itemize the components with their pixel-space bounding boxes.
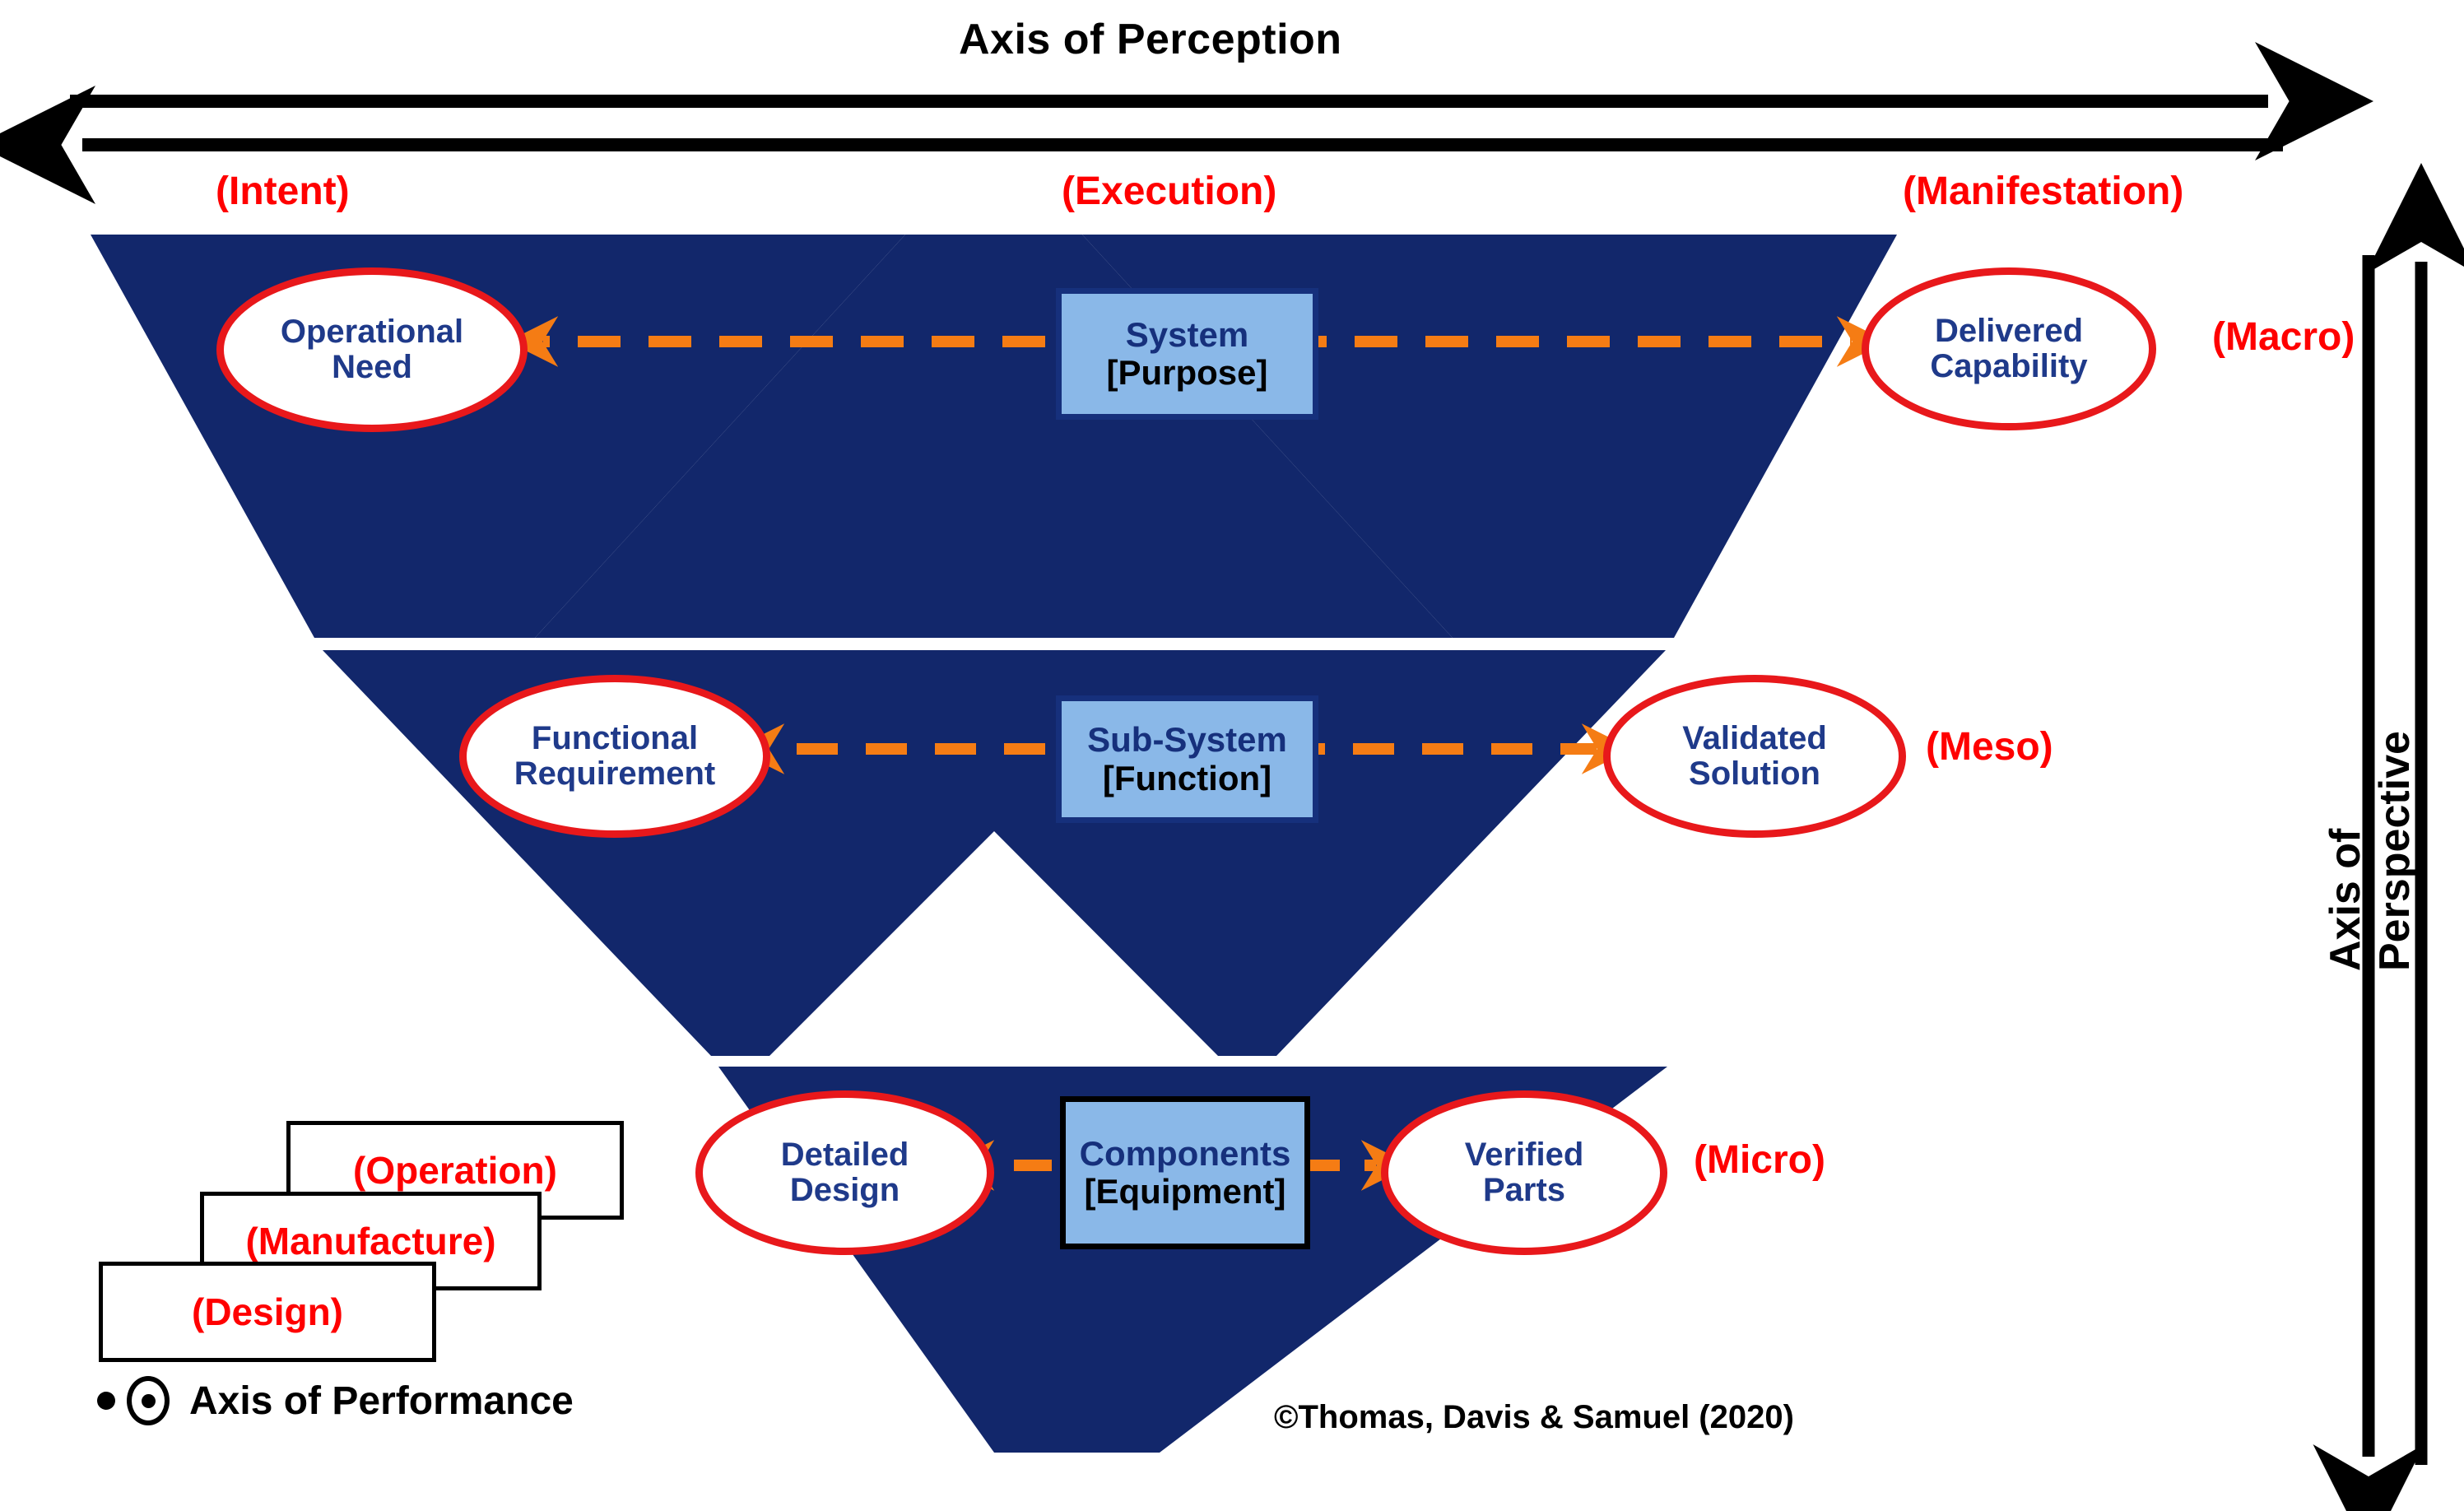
dot-icon bbox=[97, 1392, 115, 1410]
node-operational-need-line2: Need bbox=[332, 349, 412, 385]
phase-label-manifestation: (Manifestation) bbox=[1903, 170, 2184, 213]
stack-box-operation-label: (Operation) bbox=[353, 1149, 557, 1192]
phase-label-intent: (Intent) bbox=[216, 170, 350, 213]
node-validated-solution-line1: Validated bbox=[1682, 719, 1827, 756]
node-operational-need[interactable]: Operational Need bbox=[216, 267, 528, 432]
perspective-axis-title: Axis of Perspective bbox=[2322, 731, 2419, 971]
node-delivered-capability-line1: Delivered bbox=[1934, 312, 2084, 349]
node-validated-solution[interactable]: Validated Solution bbox=[1603, 675, 1906, 838]
node-validated-solution-line2: Solution bbox=[1689, 756, 1820, 792]
scale-label-micro: (Micro) bbox=[1694, 1138, 1825, 1182]
stack-box-design[interactable]: (Design) bbox=[99, 1262, 436, 1362]
stack-box-design-label: (Design) bbox=[192, 1290, 343, 1333]
perception-axis-title: Axis of Perception bbox=[959, 16, 1342, 63]
node-detailed-design-line2: Design bbox=[789, 1172, 900, 1208]
center-box-components-title: Components bbox=[1079, 1133, 1291, 1173]
node-delivered-capability[interactable]: Delivered Capability bbox=[1862, 267, 2156, 430]
bullseye-icon bbox=[127, 1376, 170, 1425]
node-verified-parts-line1: Verified bbox=[1464, 1136, 1584, 1173]
node-operational-need-line1: Operational bbox=[280, 313, 464, 350]
node-delivered-capability-line2: Capability bbox=[1930, 348, 2088, 384]
center-box-components-subtitle: [Equipment] bbox=[1084, 1172, 1286, 1211]
center-box-system-title: System bbox=[1125, 314, 1249, 354]
stack-box-manufacture-label: (Manufacture) bbox=[245, 1220, 496, 1262]
node-functional-requirement-line2: Requirement bbox=[514, 756, 716, 792]
node-detailed-design-line1: Detailed bbox=[780, 1136, 909, 1173]
copyright-credit: ©Thomas, Davis & Samuel (2020) bbox=[1274, 1399, 1794, 1435]
node-verified-parts[interactable]: Verified Parts bbox=[1381, 1090, 1667, 1255]
phase-label-execution: (Execution) bbox=[1062, 170, 1277, 213]
v-macro-middle bbox=[535, 235, 1453, 638]
scale-label-macro: (Macro) bbox=[2212, 315, 2355, 359]
center-box-sub-system[interactable]: Sub-System [Function] bbox=[1056, 695, 1318, 823]
center-box-sub-system-subtitle: [Function] bbox=[1102, 758, 1272, 797]
performance-axis-legend: Axis of Performance bbox=[97, 1376, 574, 1425]
center-box-system[interactable]: System [Purpose] bbox=[1056, 288, 1318, 420]
node-detailed-design[interactable]: Detailed Design bbox=[695, 1090, 994, 1255]
node-functional-requirement[interactable]: Functional Requirement bbox=[459, 675, 770, 838]
node-functional-requirement-line1: Functional bbox=[531, 719, 699, 756]
center-box-components[interactable]: Components [Equipment] bbox=[1060, 1096, 1310, 1249]
center-box-sub-system-title: Sub-System bbox=[1087, 720, 1287, 760]
performance-axis-title: Axis of Performance bbox=[189, 1378, 574, 1423]
scale-label-meso: (Meso) bbox=[1926, 725, 2053, 769]
center-box-system-subtitle: [Purpose] bbox=[1106, 353, 1268, 392]
perception-axis-arrows bbox=[0, 42, 2373, 204]
node-verified-parts-line2: Parts bbox=[1482, 1172, 1566, 1208]
perspective-axis-arrows bbox=[2313, 163, 2464, 1511]
